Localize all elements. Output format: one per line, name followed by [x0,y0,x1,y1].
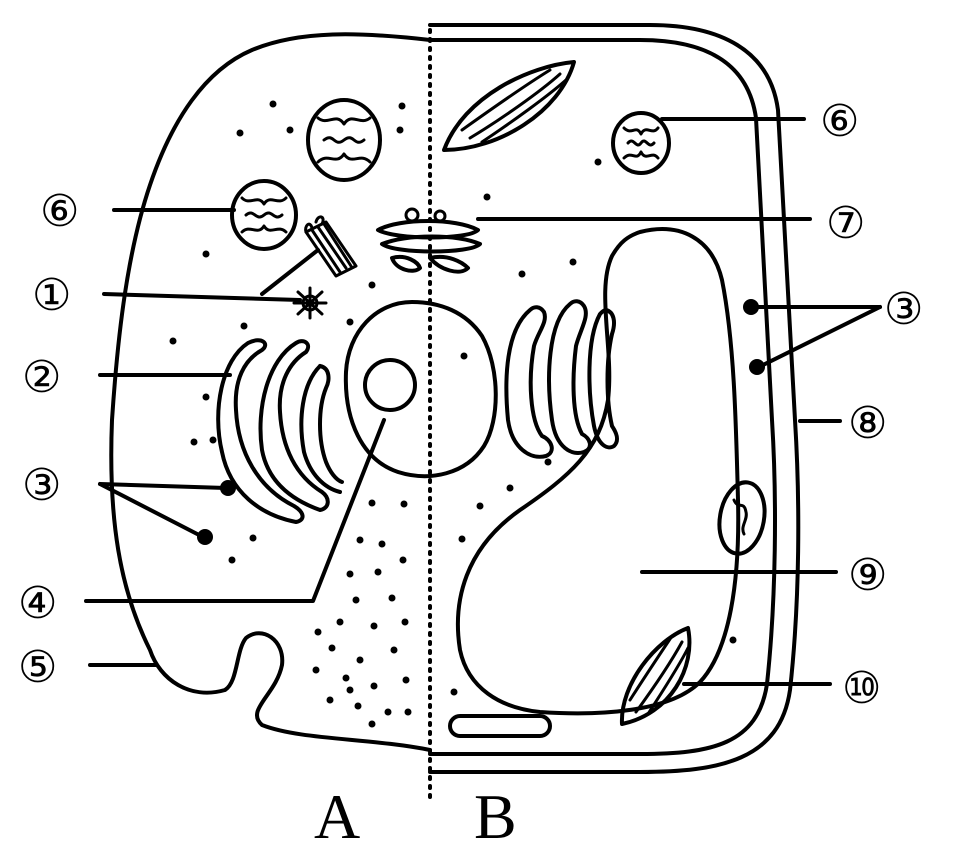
centrosome-star [292,286,328,320]
leader-1-branch [260,248,320,296]
vacuole [455,227,741,716]
leader-1 [102,292,302,302]
animal-cell-membrane [109,32,432,752]
leader-4 [84,418,386,603]
label-2: ② [22,352,61,403]
label-8: ⑧ [848,398,887,449]
mitochondrion-a-left [230,179,298,251]
golgi-vesicles [376,207,482,274]
plastid [448,714,552,738]
centriole [304,215,358,278]
label-6-left: ⑥ [40,186,79,237]
plant-cell-membrane [428,38,777,756]
label-10: ⑩ [842,663,881,714]
plant-cell-wall [428,23,801,774]
golgi-apparatus-a [216,338,344,524]
leader-3-left-b [98,482,205,539]
side-label-a: A [314,781,360,852]
label-1: ① [32,270,71,321]
leader-3-right-b [757,305,882,369]
label-7: ⑦ [826,198,865,249]
chloroplast-top [442,60,576,152]
label-5: ⑤ [18,642,57,693]
side-label-b: B [474,781,517,852]
nucleus [343,300,498,479]
golgi-apparatus-b [504,299,620,459]
label-3-left: ③ [22,460,61,511]
label-4: ④ [18,578,57,629]
leader-3-left-a [98,482,228,490]
mitochondrion-b-bottom [717,480,767,556]
nucleolus [363,358,417,412]
mitochondrion-b-top [611,111,671,175]
label-6-right: ⑥ [820,96,859,147]
ribosome-dots [169,100,737,728]
label-3-right: ③ [884,284,923,335]
mitochondrion-a-top [306,98,382,182]
label-9: ⑨ [848,550,887,601]
